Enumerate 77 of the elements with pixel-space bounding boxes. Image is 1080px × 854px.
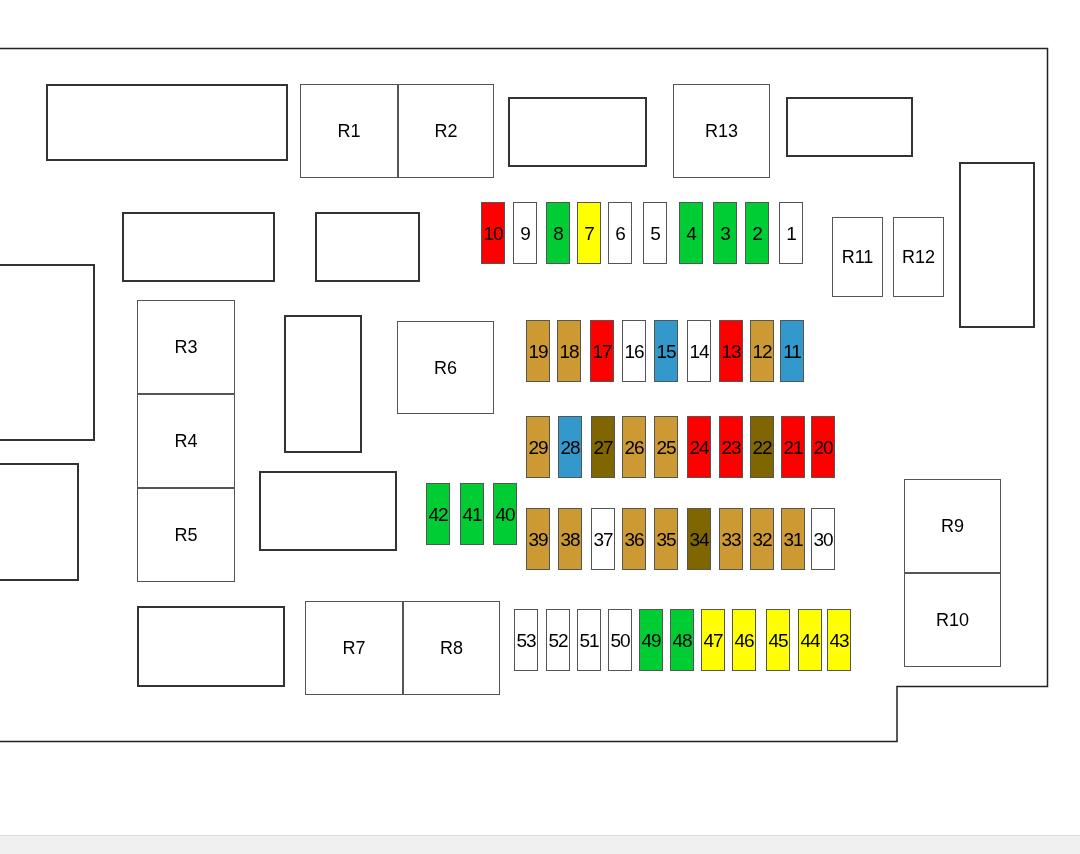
fuse: 7 bbox=[577, 202, 601, 264]
fuse: 14 bbox=[687, 320, 711, 382]
fuse: 26 bbox=[622, 416, 646, 478]
relay-box: R5 bbox=[137, 488, 235, 582]
fuse: 32 bbox=[750, 508, 774, 570]
fuse: 3 bbox=[713, 202, 737, 264]
fuse: 31 bbox=[781, 508, 805, 570]
fuse: 4 bbox=[679, 202, 703, 264]
component-slot bbox=[0, 463, 79, 581]
component-slot bbox=[508, 97, 647, 167]
fuse: 44 bbox=[798, 609, 822, 671]
component-slot bbox=[259, 471, 397, 551]
component-slot bbox=[786, 97, 913, 157]
fuse: 51 bbox=[577, 609, 601, 671]
fuse: 19 bbox=[526, 320, 550, 382]
fuse: 53 bbox=[514, 609, 538, 671]
relay-box: R6 bbox=[397, 321, 494, 414]
fuse: 33 bbox=[719, 508, 743, 570]
relay-box: R11 bbox=[832, 217, 883, 297]
fuse: 8 bbox=[546, 202, 570, 264]
component-slot bbox=[137, 606, 285, 687]
fuse: 49 bbox=[639, 609, 663, 671]
component-slot bbox=[122, 212, 275, 282]
fuse: 25 bbox=[654, 416, 678, 478]
fuse: 41 bbox=[460, 483, 484, 545]
fuse: 42 bbox=[426, 483, 450, 545]
fuse: 29 bbox=[526, 416, 550, 478]
fuse: 15 bbox=[654, 320, 678, 382]
fuse: 23 bbox=[719, 416, 743, 478]
component-slot bbox=[46, 84, 288, 161]
relay-box: R12 bbox=[893, 217, 944, 297]
fuse: 21 bbox=[781, 416, 805, 478]
fuse: 5 bbox=[643, 202, 667, 264]
fuse: 9 bbox=[513, 202, 537, 264]
fuse: 43 bbox=[827, 609, 851, 671]
fuse: 20 bbox=[811, 416, 835, 478]
fuse: 18 bbox=[557, 320, 581, 382]
relay-box: R9 bbox=[904, 479, 1001, 573]
fuse: 1 bbox=[779, 202, 803, 264]
relay-box: R10 bbox=[904, 573, 1001, 667]
fuse: 17 bbox=[590, 320, 614, 382]
component-slot bbox=[0, 264, 95, 441]
relay-box: R2 bbox=[398, 84, 494, 178]
fuse: 40 bbox=[493, 483, 517, 545]
fuse: 13 bbox=[719, 320, 743, 382]
fuse: 27 bbox=[591, 416, 615, 478]
fuse: 22 bbox=[750, 416, 774, 478]
fuse: 38 bbox=[558, 508, 582, 570]
fuse: 36 bbox=[622, 508, 646, 570]
fuse: 45 bbox=[766, 609, 790, 671]
fuse: 2 bbox=[745, 202, 769, 264]
component-slot bbox=[959, 162, 1035, 328]
fuse: 34 bbox=[687, 508, 711, 570]
fuse: 39 bbox=[526, 508, 550, 570]
fuse: 24 bbox=[687, 416, 711, 478]
relay-box: R7 bbox=[305, 601, 403, 695]
fuse: 52 bbox=[546, 609, 570, 671]
fuse: 46 bbox=[732, 609, 756, 671]
fuse: 11 bbox=[780, 320, 804, 382]
relay-box: R4 bbox=[137, 394, 235, 488]
fuse: 10 bbox=[481, 202, 505, 264]
fuse: 35 bbox=[654, 508, 678, 570]
fuse: 28 bbox=[558, 416, 582, 478]
fuse: 12 bbox=[750, 320, 774, 382]
component-slot bbox=[315, 212, 420, 282]
relay-box: R13 bbox=[673, 84, 770, 178]
fuse: 50 bbox=[608, 609, 632, 671]
fuse: 6 bbox=[608, 202, 632, 264]
fuse: 37 bbox=[591, 508, 615, 570]
fuse: 47 bbox=[701, 609, 725, 671]
fuse: 16 bbox=[622, 320, 646, 382]
relay-box: R3 bbox=[137, 300, 235, 394]
relay-box: R8 bbox=[403, 601, 500, 695]
relay-box: R1 bbox=[300, 84, 398, 178]
fuse: 30 bbox=[811, 508, 835, 570]
fuse: 48 bbox=[670, 609, 694, 671]
component-slot bbox=[284, 315, 362, 453]
